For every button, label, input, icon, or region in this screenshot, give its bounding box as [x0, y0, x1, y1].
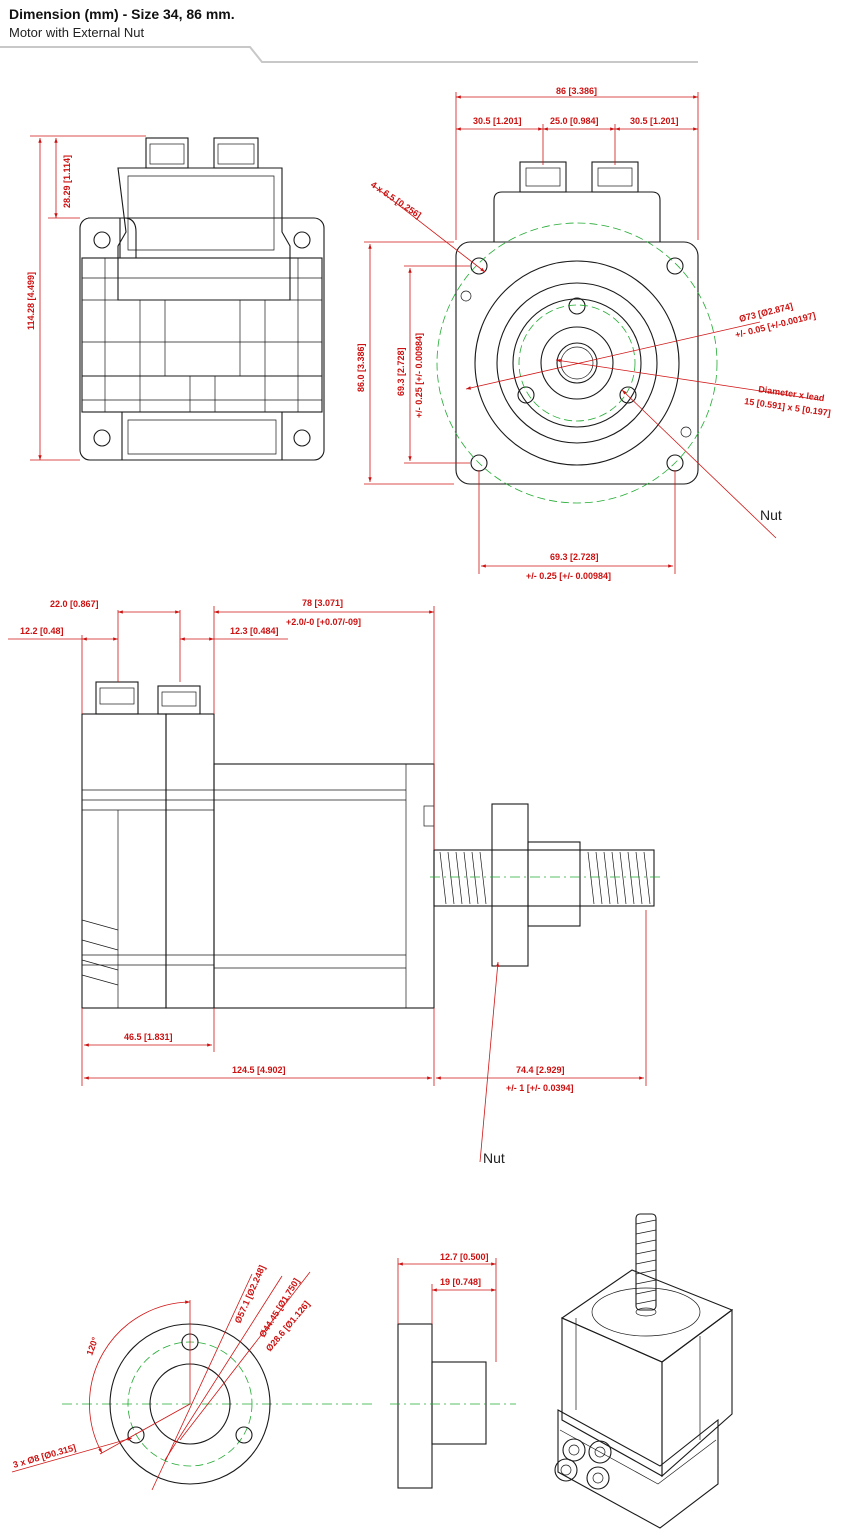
- dim-nut-body-len: 19 [0.748]: [440, 1277, 481, 1287]
- end-view-nut-label: Nut: [760, 507, 782, 523]
- dim-end-bolt-h: 69.3 [2.728]: [550, 552, 599, 562]
- nut-detail-front: 120° Ø57.1 [Ø2.248] Ø44.45 [Ø1.750] Ø28.…: [12, 1264, 372, 1491]
- dim-end-width: 86 [3.386]: [556, 86, 597, 96]
- dim-side-motor-len: 78 [3.071]: [302, 598, 343, 608]
- isometric-view: [554, 1213, 734, 1529]
- dim-side-total-len: 124.5 [4.902]: [232, 1065, 286, 1075]
- page-subtitle: Motor with External Nut: [9, 25, 145, 40]
- front-view: 114.28 [4.499] 28.29 [1.114]: [26, 135, 325, 461]
- side-view: 22.0 [0.867] 12.2 [0.48] 78 [3.071] +2.0…: [8, 598, 660, 1166]
- dim-nut-flange-dia: Ø57.1 [Ø2.248]: [233, 1264, 268, 1325]
- dim-nut-angle: 120°: [84, 1335, 100, 1356]
- dim-side-connector-c: 12.3 [0.484]: [230, 626, 279, 636]
- dim-side-screw-len-tol: +/- 1 [+/- 0.0394]: [506, 1083, 574, 1093]
- header-rule: [0, 46, 698, 63]
- page-title: Dimension (mm) - Size 34, 86 mm.: [9, 6, 235, 22]
- dim-end-holes: 4 x 6.5 [0.256]: [369, 179, 423, 220]
- nut-detail-side: 12.7 [0.500] 19 [0.748]: [390, 1252, 516, 1489]
- dim-side-screw-len: 74.4 [2.929]: [516, 1065, 565, 1075]
- dim-side-connector-a: 22.0 [0.867]: [50, 599, 99, 609]
- dim-side-connector-b: 12.2 [0.48]: [20, 626, 64, 636]
- dim-end-connector-spacing: 25.0 [0.984]: [550, 116, 599, 126]
- dim-end-left-offset: 30.5 [1.201]: [473, 116, 522, 126]
- dim-end-height: 86.0 [3.386]: [356, 343, 366, 392]
- dim-front-connector-height: 28.29 [1.114]: [62, 155, 72, 208]
- dim-nut-length: 12.7 [0.500]: [440, 1252, 489, 1262]
- dim-end-bolt-h-tol: +/- 0.25 [+/- 0.00984]: [526, 571, 611, 581]
- dim-front-height: 114.28 [4.499]: [26, 272, 36, 330]
- dim-end-bolt-v: 69.3 [2.728]: [396, 347, 406, 396]
- dim-side-drive-len: 46.5 [1.831]: [124, 1032, 173, 1042]
- dim-end-bolt-v-tol: +/- 0.25 [+/- 0.00984]: [414, 333, 424, 418]
- end-view: 86 [3.386] 30.5 [1.201] 25.0 [0.984] 30.…: [356, 86, 831, 581]
- dim-side-motor-len-tol: +2.0/-0 [+0.07/-09]: [286, 617, 361, 627]
- side-view-nut-label: Nut: [483, 1150, 505, 1166]
- dim-end-right-offset: 30.5 [1.201]: [630, 116, 679, 126]
